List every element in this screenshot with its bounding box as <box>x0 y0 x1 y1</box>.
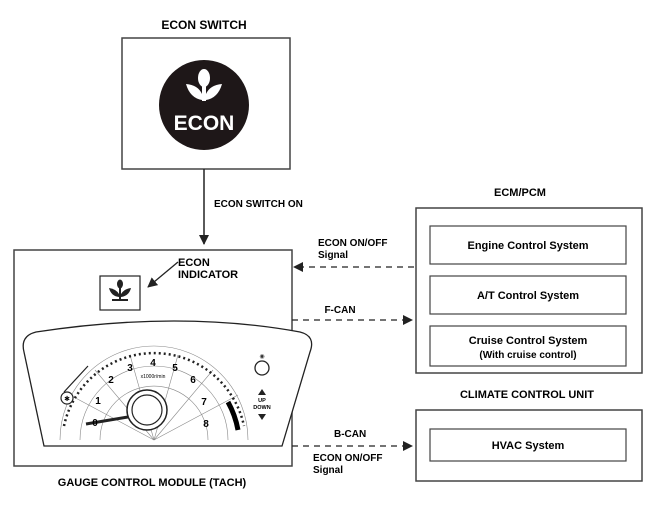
switch-on-label: ECON SWITCH ON <box>214 199 303 210</box>
tach-needle <box>85 415 129 426</box>
econ-switch-title: ECON SWITCH <box>161 18 246 32</box>
down-label: DOWN <box>253 405 270 411</box>
hvac-system-label: HVAC System <box>492 440 565 452</box>
econ-switch-button[interactable]: ECON <box>159 60 249 150</box>
econ-indicator-label-2: INDICATOR <box>178 269 238 281</box>
tach-tick-5: 5 <box>172 363 178 374</box>
tach-tick-3: 3 <box>127 363 133 374</box>
cruise-control-system-sublabel: (With cruise control) <box>479 350 576 361</box>
hvac-system-box <box>429 428 627 462</box>
econ-onoff-bottom-label-2: Signal <box>313 465 343 476</box>
svg-text:◉: ◉ <box>259 354 264 360</box>
econ-indicator-icon <box>99 275 141 311</box>
indicator-pointer-arrow <box>147 261 179 288</box>
econ-onoff-bottom-label-1: ECON ON/OFF <box>313 453 382 464</box>
fcan-label: F-CAN <box>324 305 355 316</box>
tach-tick-0: 0 <box>92 418 98 429</box>
cruise-control-system-label: Cruise Control System <box>469 335 588 347</box>
tach-tick-6: 6 <box>190 375 196 386</box>
tach-tick-4: 4 <box>150 358 156 369</box>
econ-button-text: ECON <box>174 112 235 135</box>
econ-indicator-label-1: ECON <box>178 257 210 269</box>
econ-onoff-top-label-2: Signal <box>318 250 348 261</box>
cruise-control-system-box <box>429 325 627 367</box>
tach-tick-1: 1 <box>95 396 101 407</box>
econ-leaf-icon <box>186 69 222 101</box>
climate-control-title: CLIMATE CONTROL UNIT <box>460 389 594 401</box>
ecm-pcm-title: ECM/PCM <box>494 187 546 199</box>
at-control-system-box <box>429 275 627 315</box>
svg-text:✱: ✱ <box>64 395 70 403</box>
gauge-module-title: GAUGE CONTROL MODULE (TACH) <box>58 477 247 489</box>
econ-onoff-top-label-1: ECON ON/OFF <box>318 238 387 249</box>
at-control-system-label: A/T Control System <box>477 290 579 302</box>
tach-tick-7: 7 <box>201 397 207 408</box>
up-label: UP <box>258 398 266 404</box>
tach-tick-2: 2 <box>108 375 114 386</box>
engine-control-system-box <box>429 225 627 265</box>
bcan-label: B-CAN <box>334 429 366 440</box>
engine-control-system-label: Engine Control System <box>467 240 588 252</box>
cluster-knob <box>254 360 270 376</box>
instrument-cluster: ✱ ◉ <box>22 320 313 447</box>
tach-tick-8: 8 <box>203 419 209 430</box>
tach-unit-label: x1000r/min <box>141 374 166 380</box>
